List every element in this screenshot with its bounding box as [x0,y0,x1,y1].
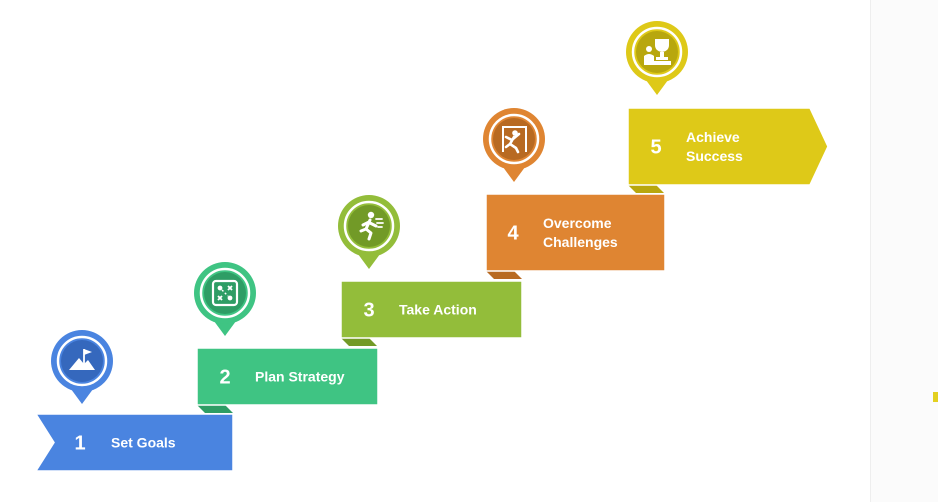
step-ribbon [340,280,523,339]
step-1: 1 Set Goals [34,330,234,472]
step-label: Set Goals [111,435,176,451]
diagram-canvas: 1 Set Goals 2 Plan Strategy 3 Take Action 4 Ove… [34,21,829,472]
step-number: 2 [219,367,230,389]
step-number: 3 [363,300,374,322]
climbing-person-icon [502,126,527,154]
step-number: 5 [650,137,661,159]
step-ribbon [34,413,234,472]
step-pin-marker [51,330,113,404]
success-staircase-diagram: 1 Set Goals 2 Plan Strategy 3 Take Action 4 Ove… [34,21,829,472]
step-3: 3 Take Action [338,195,523,346]
step-label: Take Action [399,302,477,318]
step-2: 2 Plan Strategy [194,262,379,413]
mountain-flag-icon [69,349,95,370]
step-pin-marker [483,108,545,182]
step-label: Challenges [543,234,618,250]
side-panel-marker [933,392,938,402]
strategy-board-icon [211,279,239,307]
step-pin-marker [626,21,688,95]
step-pin-marker [338,195,400,269]
step-label: Achieve [686,129,740,145]
trophy-winner-icon [644,39,671,65]
step-label: Success [686,148,743,164]
step-fold [486,271,522,279]
step-number: 4 [507,223,519,245]
step-label: Plan Strategy [255,369,345,385]
step-pin-marker [194,262,256,336]
step-label: Overcome [543,215,612,231]
running-person-icon [359,211,384,241]
step-fold [341,338,377,346]
step-ribbon [485,193,666,272]
side-panel [870,0,938,502]
step-fold [628,185,664,193]
step-ribbon [627,107,829,186]
step-ribbon [196,347,379,406]
step-number: 1 [74,433,85,455]
step-fold [197,405,233,413]
